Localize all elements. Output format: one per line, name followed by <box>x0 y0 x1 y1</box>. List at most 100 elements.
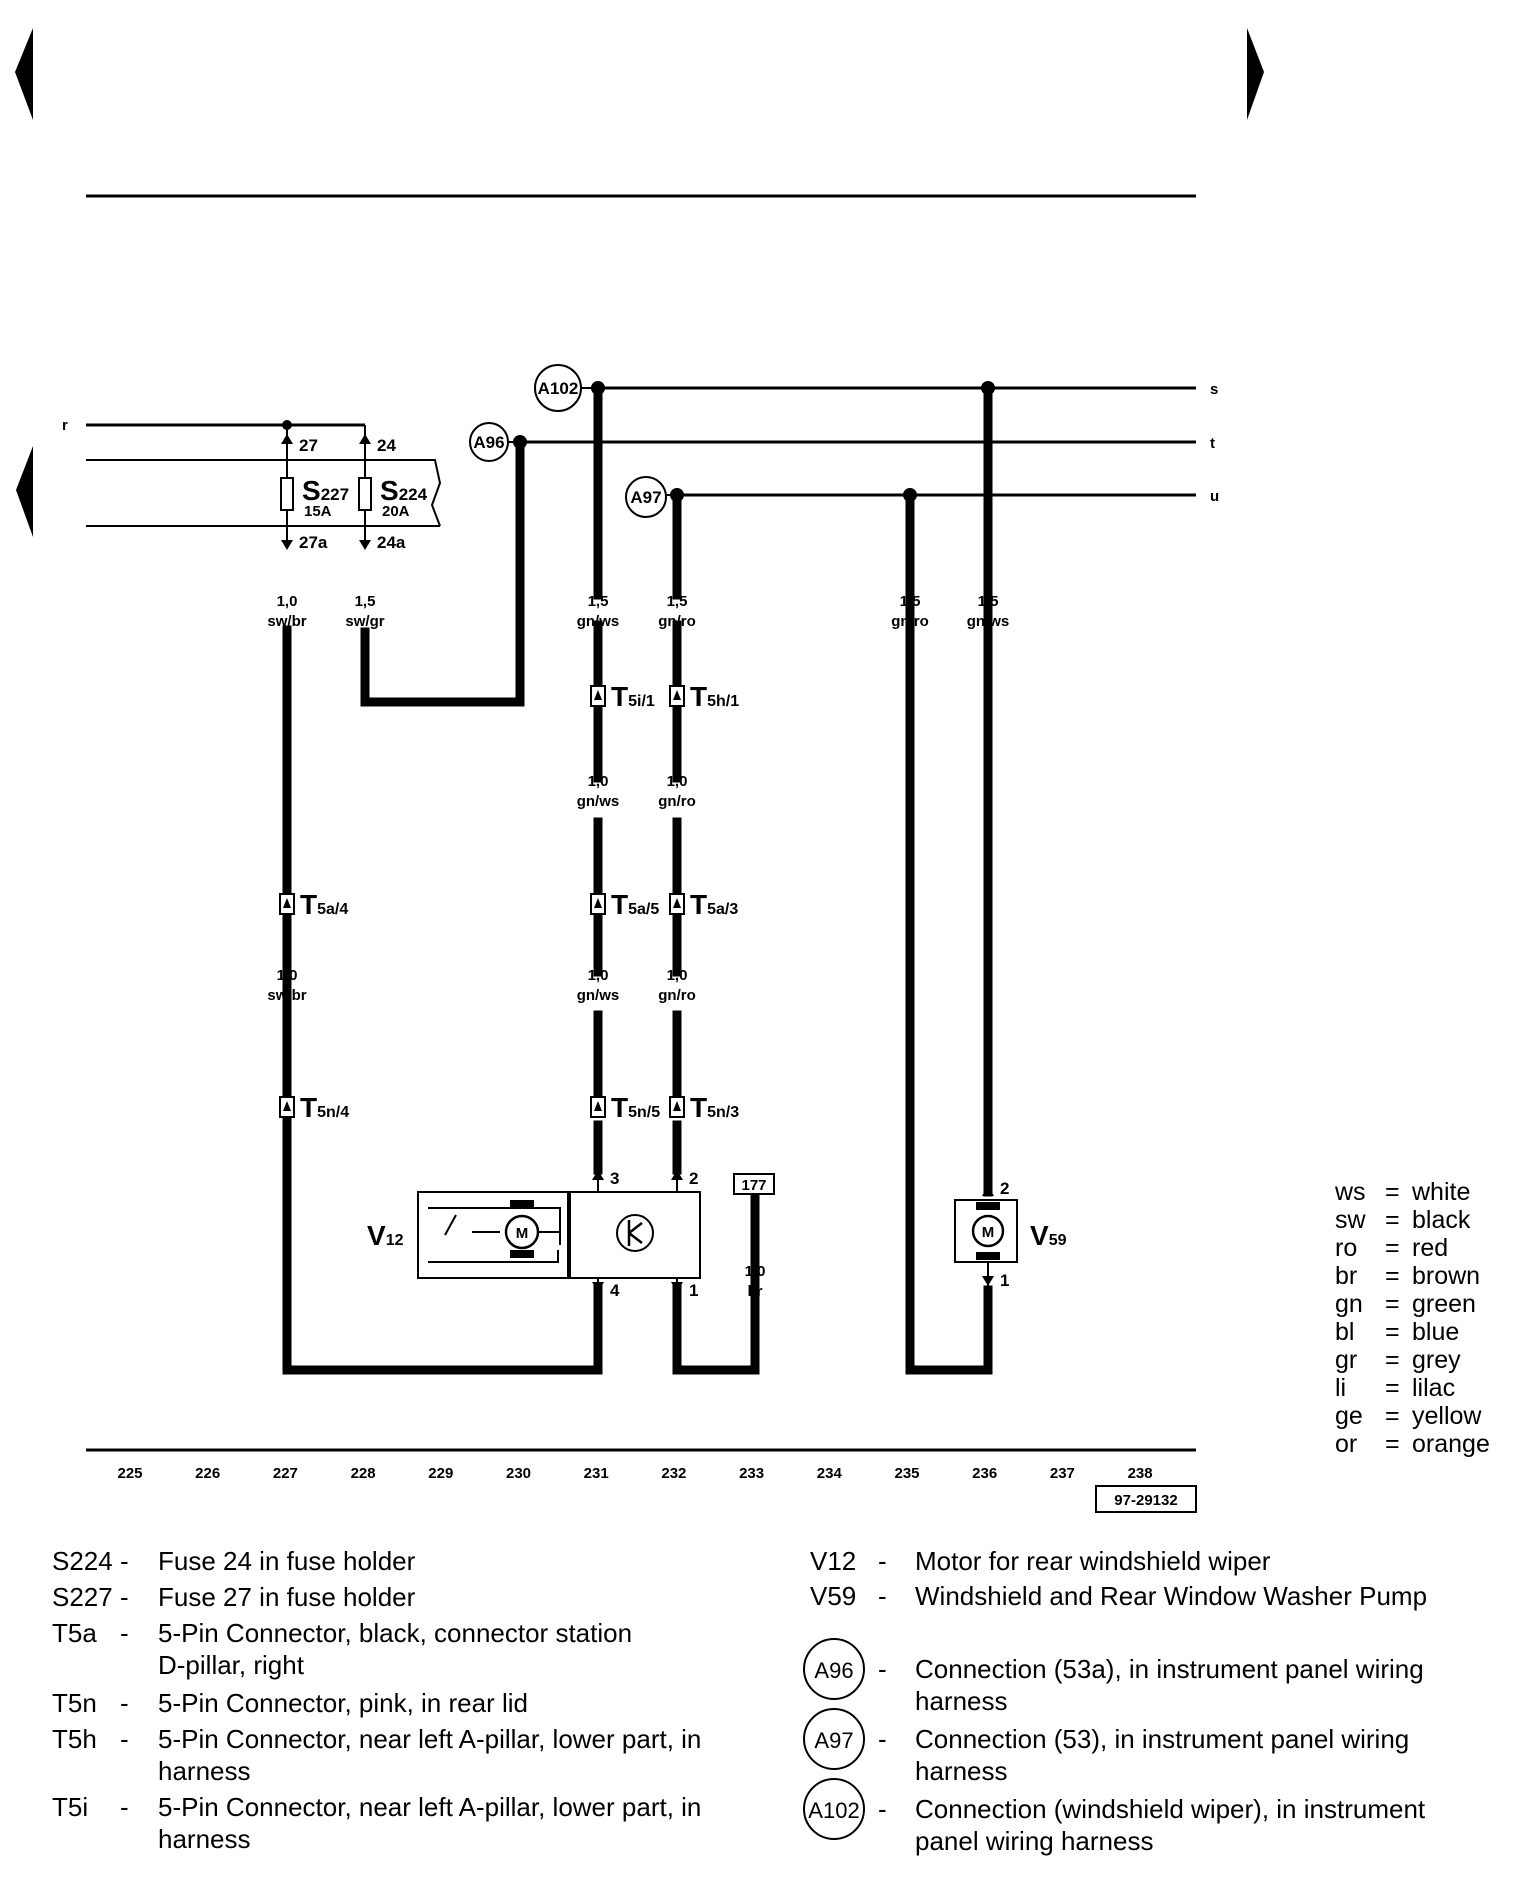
track-number: 231 <box>584 1465 609 1482</box>
legend-equals: = <box>1385 1318 1400 1346</box>
diagram-id-box <box>1095 1485 1197 1513</box>
track-number: 238 <box>1128 1465 1153 1482</box>
legend-code: or <box>1335 1430 1357 1458</box>
fuse-s224 <box>358 425 372 550</box>
desc-dash: - <box>878 1581 887 1611</box>
connection-a96-label: A96 <box>473 433 504 452</box>
desc-connection-circle <box>803 1708 865 1770</box>
fuse-s227-label: S227 <box>302 475 349 506</box>
v59-washer-pump <box>954 1186 1018 1290</box>
v59-terminal-2: 2 <box>1000 1179 1009 1198</box>
next-page-arrow-icon[interactable] <box>1247 28 1264 120</box>
legend-equals: = <box>1385 1374 1400 1402</box>
wire-231-low-color: gn/ws <box>577 987 620 1004</box>
desc-text: Windshield and Rear Window Washer Pump <box>915 1581 1427 1611</box>
legend-name: orange <box>1412 1430 1490 1458</box>
bus-label-r: r <box>62 417 68 434</box>
desc-text: panel wiring harness <box>915 1826 1153 1856</box>
legend-code: ws <box>1334 1178 1366 1206</box>
desc-text: 5-Pin Connector, pink, in rear lid <box>158 1688 528 1718</box>
desc-dash: - <box>120 1688 129 1718</box>
desc-text: harness <box>158 1824 251 1854</box>
legend-equals: = <box>1385 1206 1400 1234</box>
wire-227-low-color: sw/br <box>267 987 306 1004</box>
legend-code: ge <box>1335 1402 1363 1430</box>
desc-connection-circle <box>803 1638 865 1700</box>
desc-dash: - <box>120 1792 129 1822</box>
wire-233-color: br <box>748 1283 763 1300</box>
wire-232-color: gn/ro <box>658 613 696 630</box>
ref-177-label: 177 <box>741 1177 766 1194</box>
desc-text: 5-Pin Connector, near left A-pillar, low… <box>158 1792 701 1822</box>
wiper-control-icon <box>616 1214 654 1252</box>
wire-231-low-size: 1,0 <box>588 967 609 984</box>
desc-code: V59 <box>810 1581 856 1611</box>
wire-227-color: sw/br <box>267 613 306 630</box>
terminal-24a: 24a <box>377 533 406 552</box>
legend-name: black <box>1412 1206 1471 1234</box>
fuse-s227-rating: 15A <box>304 503 332 520</box>
desc-dash: - <box>878 1724 887 1754</box>
connection-a102-label: A102 <box>538 379 579 398</box>
track-number: 234 <box>817 1465 843 1482</box>
terminal-27: 27 <box>299 436 318 455</box>
terminal-24: 24 <box>377 436 396 455</box>
track-number: 228 <box>351 1465 376 1482</box>
wire-232-low-color: gn/ro <box>658 987 696 1004</box>
desc-text: Connection (windshield wiper), in instru… <box>915 1794 1426 1824</box>
wire-236-size: 1,5 <box>978 593 999 610</box>
connector-pin-arrows <box>283 690 681 1111</box>
track-number: 227 <box>273 1465 298 1482</box>
v59-label: V59 <box>1030 1220 1067 1251</box>
desc-code: S224 - <box>52 1546 129 1576</box>
connector-t5a5-label: T5a/5 <box>611 889 659 920</box>
track-number: 230 <box>506 1465 531 1482</box>
legend-name: grey <box>1412 1346 1461 1374</box>
legend-code: gn <box>1335 1290 1363 1318</box>
desc-dash: - <box>878 1546 887 1576</box>
wire-231-mid-size: 1,0 <box>588 773 609 790</box>
v12-terminal-3: 3 <box>610 1169 619 1188</box>
fuse-s224-label: S224 <box>380 475 428 506</box>
desc-code: T5i <box>52 1792 88 1822</box>
desc-dash: - <box>120 1618 129 1648</box>
legend-code: bl <box>1335 1318 1354 1346</box>
wire-231-mid-color: gn/ws <box>577 793 620 810</box>
legend-equals: = <box>1385 1234 1400 1262</box>
desc-text: Connection (53a), in instrument panel wi… <box>915 1654 1424 1684</box>
wire-labels: 1,0 sw/br 1,5 sw/gr 1,5 gn/ws 1,5 gn/ro … <box>267 593 1009 1300</box>
desc-text: Motor for rear windshield wiper <box>915 1546 1271 1576</box>
bus-label-s: s <box>1210 381 1218 398</box>
v59-motor-symbol: M <box>982 1224 995 1241</box>
wire-236-color: gn/ws <box>967 613 1010 630</box>
prev-page-arrow-icon[interactable] <box>15 28 33 120</box>
legend-name: yellow <box>1412 1402 1482 1430</box>
v12-terminal-1: 1 <box>689 1281 698 1300</box>
legend-name: green <box>1412 1290 1476 1318</box>
fuse-s224-rating: 20A <box>382 503 410 520</box>
desc-connection-circle <box>803 1778 865 1840</box>
wire-232-mid-color: gn/ro <box>658 793 696 810</box>
wire-231-size: 1,5 <box>588 593 609 610</box>
connection-a97 <box>625 476 667 518</box>
wire-227-low-size: 1,0 <box>277 967 298 984</box>
bus-lines <box>520 386 1196 497</box>
v12-terminal-2: 2 <box>689 1169 698 1188</box>
legend-name: red <box>1412 1234 1448 1262</box>
desc-code: T5n <box>52 1688 97 1718</box>
desc-dash: - <box>878 1654 887 1684</box>
track-number: 236 <box>972 1465 997 1482</box>
connector-t5a4-label: T5a/4 <box>300 889 348 920</box>
legend-name: lilac <box>1412 1374 1455 1402</box>
connector-t5a3-label: T5a/3 <box>690 889 738 920</box>
terminal-27a: 27a <box>299 533 328 552</box>
connector-t5i1-label: T5i/1 <box>611 681 655 712</box>
desc-text: Fuse 24 in fuse holder <box>158 1546 416 1576</box>
desc-code: A96 <box>814 1658 853 1683</box>
ref-177-box <box>733 1173 775 1195</box>
wire-227-size: 1,0 <box>277 593 298 610</box>
legend-name: white <box>1411 1178 1470 1206</box>
legend-equals: = <box>1385 1430 1400 1458</box>
legend-equals: = <box>1385 1262 1400 1290</box>
